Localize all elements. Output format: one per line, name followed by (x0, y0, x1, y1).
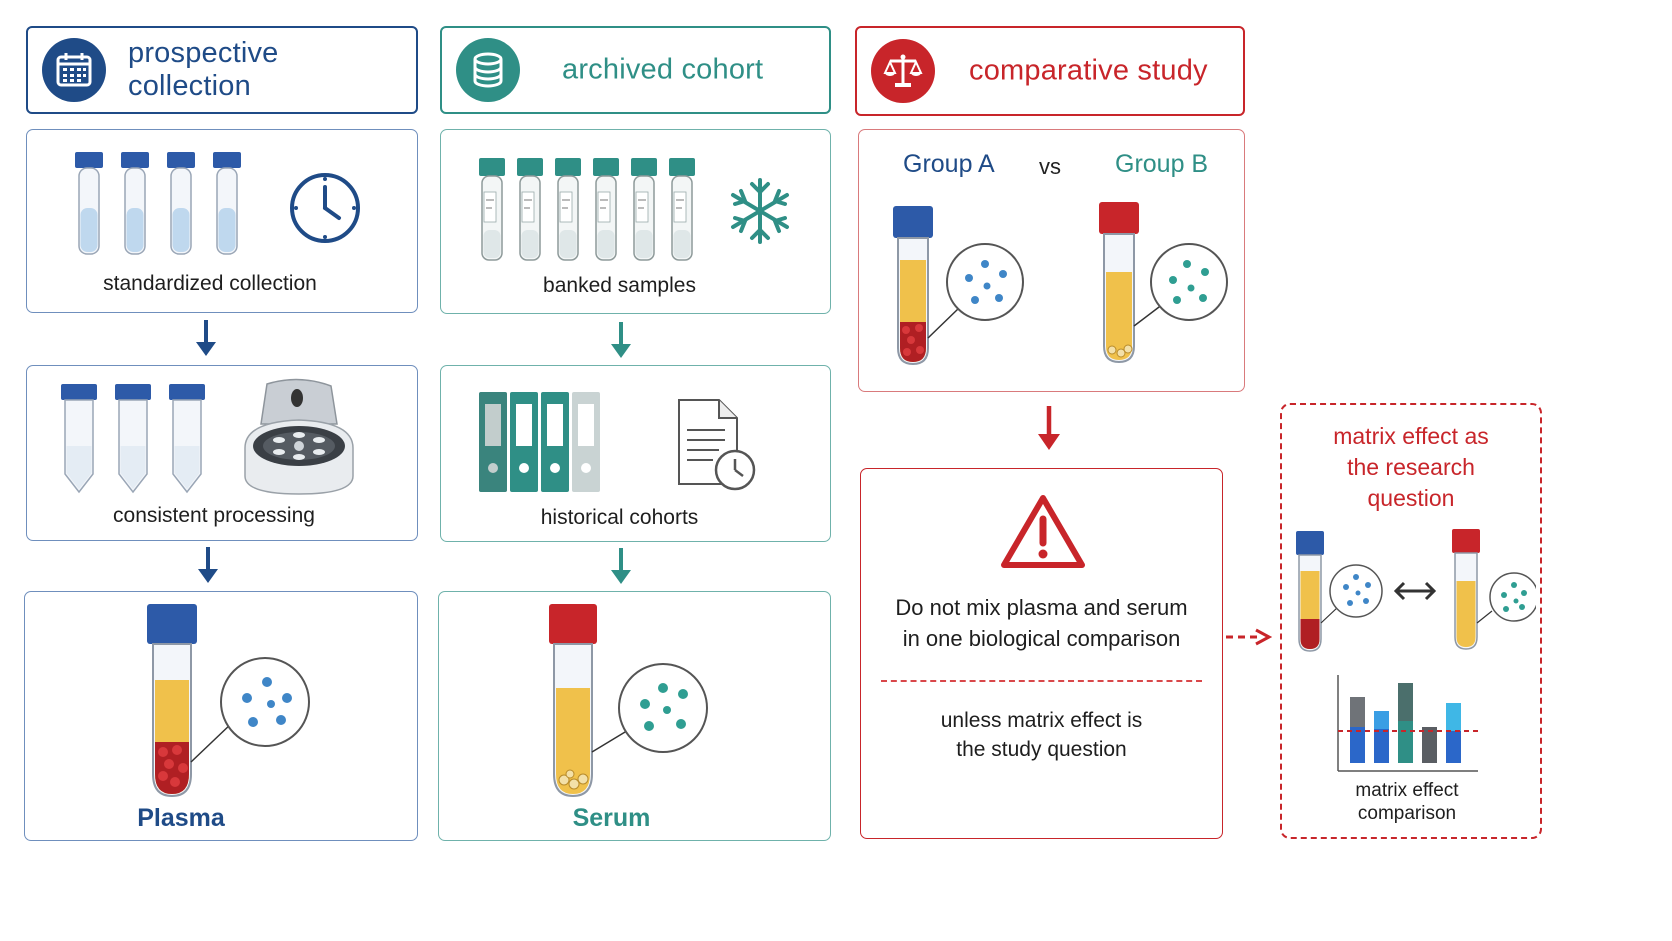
arrow-down-icon (611, 322, 631, 358)
serum-tube-icon (549, 604, 708, 798)
binders-icon (479, 392, 600, 492)
card-consistent-processing: consistent processing (26, 365, 418, 541)
centrifuge-icon (244, 378, 354, 495)
warning-icon (1001, 495, 1085, 568)
collection-tubes-icon (75, 151, 242, 255)
dashed-arrow-right-icon (1226, 628, 1272, 646)
chart-bar (1422, 727, 1437, 763)
arrow-down-icon (611, 548, 631, 584)
arrow-down-icon (198, 547, 218, 583)
step-label: historical cohorts (540, 506, 699, 529)
chart-caption-line2: comparison (1357, 803, 1457, 824)
calendar-icon (42, 38, 106, 102)
side-panel-title-line1: matrix effect as (1333, 423, 1489, 449)
banked-tubes-icon (479, 157, 696, 261)
header-title: prospective collection (128, 37, 279, 102)
vs-label: vs (1039, 154, 1061, 179)
warning-text-line2: in one biological comparison (902, 626, 1181, 651)
clock-icon (290, 173, 360, 243)
warning-text-line1: Do not mix plasma and serum (895, 595, 1188, 620)
step-label: standardized collection (103, 272, 317, 295)
chart-bar (1446, 731, 1461, 763)
header-prospective-collection: prospective collection (26, 26, 418, 114)
group-b-tube-icon (1099, 202, 1228, 364)
card-historical-cohorts: historical cohorts (440, 365, 831, 542)
card-plasma: Plasma (24, 591, 418, 841)
chart-bar (1350, 727, 1365, 763)
group-a-tube-icon (893, 206, 1024, 366)
exception-text-line2: the study question (956, 738, 1127, 761)
card-serum: Serum (438, 591, 831, 841)
card-banked-samples: banked samples (440, 129, 831, 314)
card-standardized-collection: standardized collection (26, 129, 418, 313)
header-comparative-study: comparative study (855, 26, 1245, 116)
header-archived-cohort: archived cohort (440, 26, 831, 114)
plasma-tube-icon (147, 604, 310, 798)
arrow-down-icon (196, 320, 216, 356)
document-clock-icon (678, 399, 756, 491)
plasma-serum-comparison-icon (1296, 529, 1536, 652)
result-label: Plasma (137, 804, 225, 832)
header-title: comparative study (969, 54, 1208, 87)
snowflake-icon (731, 178, 789, 244)
conical-tubes-icon (61, 383, 206, 494)
step-label: consistent processing (113, 504, 315, 527)
dashed-divider (881, 680, 1202, 682)
card-group-comparison: Group A vs Group B (858, 129, 1245, 392)
step-label: banked samples (543, 274, 696, 297)
group-b-label: Group B (1115, 150, 1209, 178)
side-panel-title-line2: the research (1347, 454, 1475, 480)
side-panel-title-line3: question (1367, 485, 1455, 511)
chart-caption-line1: matrix effect (1355, 780, 1459, 801)
side-panel-matrix-effect: matrix effect as the research question m… (1280, 403, 1542, 839)
matrix-effect-bar-chart (1337, 675, 1478, 772)
arrow-down-icon (1038, 406, 1060, 450)
chart-bar (1374, 729, 1389, 763)
result-label: Serum (572, 804, 651, 832)
group-a-label: Group A (903, 150, 995, 178)
header-title: archived cohort (562, 53, 764, 86)
database-icon (456, 38, 520, 102)
card-warning: Do not mix plasma and serum in one biolo… (860, 468, 1223, 839)
exception-text-line1: unless matrix effect is (940, 709, 1143, 732)
scales-icon (871, 39, 935, 103)
chart-bar (1398, 721, 1413, 763)
